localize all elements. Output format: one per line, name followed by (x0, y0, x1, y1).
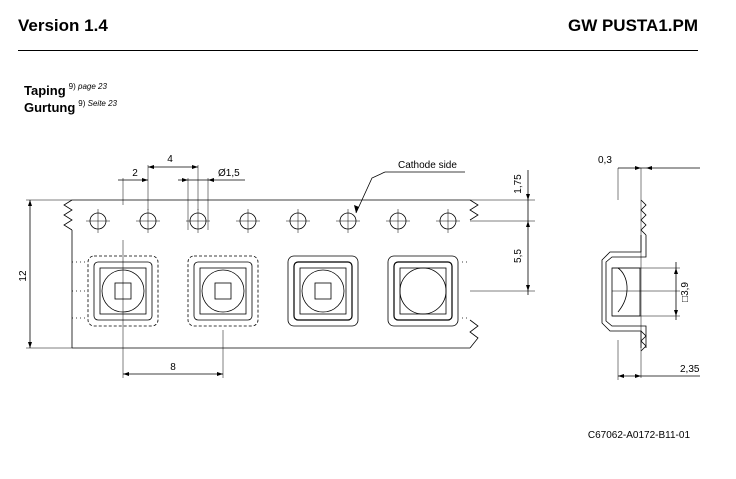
document-id: C67062-A0172-B11-01 (587, 430, 690, 441)
tape-thickness-label: 0,3 (598, 155, 612, 166)
holes-to-center-label: 5,5 (513, 249, 524, 263)
hole-diameter-label: Ø1,5 (218, 168, 240, 179)
pocket-depth-label: 2,35 (680, 364, 700, 375)
pocket-2 (187, 255, 259, 327)
gurtung-footnote-ref: 9) Seite 23 (78, 99, 117, 108)
pitch-holes-label: 4 (167, 154, 173, 165)
side-view (601, 167, 700, 380)
header-divider (18, 50, 698, 51)
gurtung-title: Gurtung (24, 100, 76, 115)
product-name: GW PUSTA1.PM (567, 16, 698, 35)
document-version: Version 1.4 (18, 16, 108, 35)
pocket-size-label: □3,9 (680, 282, 691, 302)
taping-title: Taping (24, 83, 66, 98)
tape-width-label: 12 (18, 270, 29, 282)
cathode-side-label: Cathode side (398, 160, 457, 171)
pocket-4 (387, 255, 459, 327)
pocket-3 (287, 255, 359, 327)
edge-to-holes-label: 1,75 (513, 174, 524, 194)
hole-offset-label: 2 (132, 168, 138, 179)
tape-outline (63, 199, 479, 349)
taping-footnote-ref: 9) page 23 (68, 82, 107, 91)
pocket-pitch-label: 8 (170, 362, 176, 373)
